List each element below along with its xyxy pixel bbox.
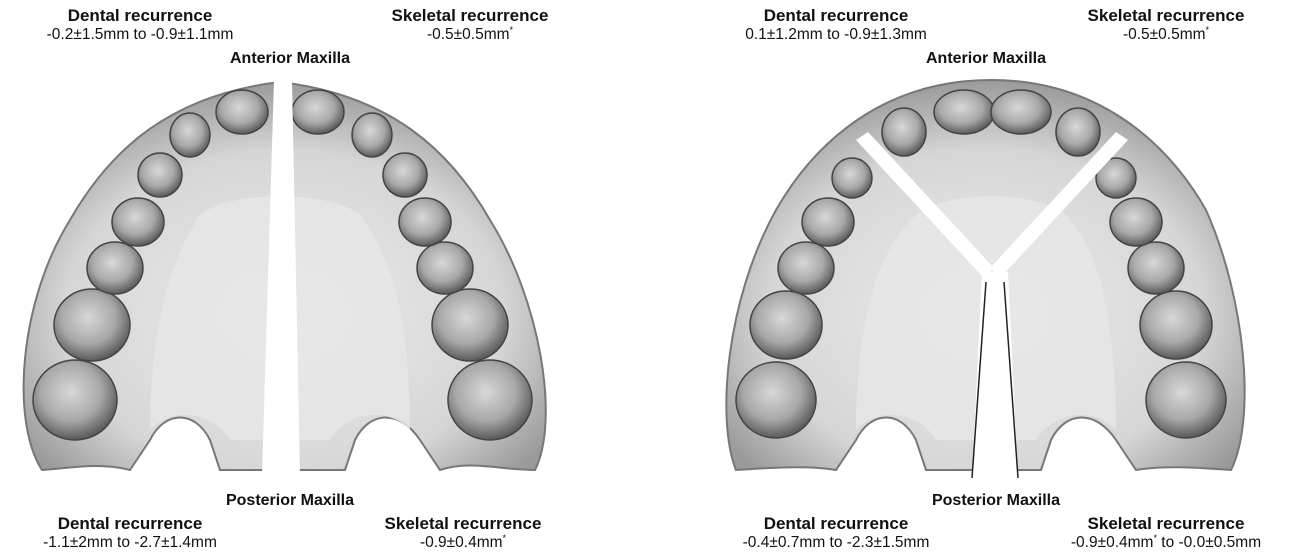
maxilla-arch-illustration	[646, 0, 1292, 558]
anterior-dental-label: Dental recurrence -0.2±1.5mm to -0.9±1.1…	[30, 6, 250, 44]
anterior-maxilla-label: Anterior Maxilla	[190, 50, 390, 68]
anterior-skeletal-label: Skeletal recurrence -0.5±0.5mm*	[360, 6, 580, 44]
posterior-skeletal-label: Skeletal recurrence -0.9±0.4mm*	[353, 514, 573, 552]
panel-three-piece: Dental recurrence 0.1±1.2mm to -0.9±1.3m…	[646, 0, 1292, 558]
panel-two-piece: Dental recurrence -0.2±1.5mm to -0.9±1.1…	[0, 0, 646, 558]
posterior-maxilla-label: Posterior Maxilla	[180, 492, 400, 510]
maxilla-arch-illustration	[0, 0, 646, 558]
anterior-dental-label: Dental recurrence 0.1±1.2mm to -0.9±1.3m…	[726, 6, 946, 44]
anterior-skeletal-label: Skeletal recurrence -0.5±0.5mm*	[1056, 6, 1276, 44]
posterior-dental-label: Dental recurrence -0.4±0.7mm to -2.3±1.5…	[716, 514, 956, 552]
posterior-skeletal-label: Skeletal recurrence -0.9±0.4mm* to -0.0±…	[1046, 514, 1286, 552]
anterior-maxilla-label: Anterior Maxilla	[886, 50, 1086, 68]
posterior-maxilla-label: Posterior Maxilla	[886, 492, 1106, 510]
posterior-dental-label: Dental recurrence -1.1±2mm to -2.7±1.4mm	[20, 514, 240, 552]
